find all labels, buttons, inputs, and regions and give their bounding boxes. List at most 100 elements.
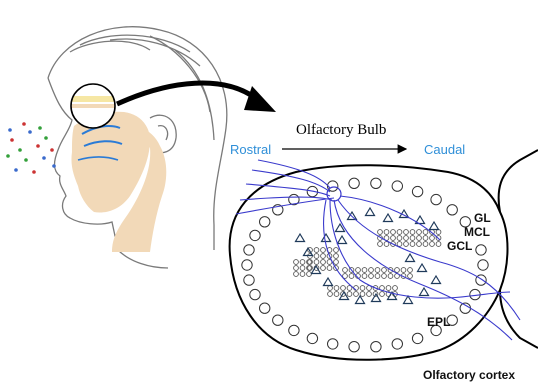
granule-cell [300,272,305,277]
granule-cell [436,230,441,235]
granule-cell [386,286,391,291]
granule-cell [362,274,367,279]
glomerulus [260,217,270,227]
granule-cell [404,242,409,247]
granule-cell [360,292,365,297]
granule-cell [327,266,332,271]
granule-cell [380,292,385,297]
granule-cell [404,230,409,235]
caudal-label: Caudal [424,143,465,156]
glomerulus [289,325,299,335]
granule-cell [334,254,339,259]
granule-cell [384,242,389,247]
granule-cell [347,292,352,297]
curved-arrow-head [244,86,276,112]
granule-cell [384,230,389,235]
glomerulus [371,178,381,188]
granule-cell [356,268,361,273]
granule-cell [334,260,339,265]
glomerulus [328,339,338,349]
gl-label: GL [474,212,491,224]
mcl-label: MCL [464,226,490,238]
granule-cell [404,236,409,241]
granule-cell [397,236,402,241]
granule-cell [408,274,413,279]
granule-cell [410,236,415,241]
granule-cell [382,268,387,273]
granule-cell [369,268,374,273]
granule-cell [417,230,422,235]
granule-cell [417,242,422,247]
mitral-cell [372,294,381,302]
granule-cell [375,268,380,273]
mitral-cell [356,296,365,304]
glomerulus [349,342,359,352]
granule-cell [334,286,339,291]
granule-cell [391,236,396,241]
bulb-outline [230,165,508,360]
granule-cell [423,230,428,235]
glomerulus [260,303,270,313]
granule-cell [343,268,348,273]
granule-cell [334,248,339,253]
glomerulus [431,194,441,204]
glomerulus [349,178,359,188]
granule-cell [369,274,374,279]
granule-cell [362,268,367,273]
granule-cell [401,268,406,273]
mitral-cell [296,234,305,242]
granule-cell [341,286,346,291]
mitral-cell [418,264,427,272]
granule-cell [410,230,415,235]
granule-cell [294,260,299,265]
cortex-outline [499,150,538,212]
granule-cell [430,236,435,241]
granule-cell [328,286,333,291]
granule-cell [397,230,402,235]
odorant-molecules [6,122,56,174]
granule-cell [321,248,326,253]
granule-cell-layer [294,230,441,297]
granule-cell [294,272,299,277]
glomerulus [392,339,402,349]
granule-cell [321,254,326,259]
mitral-cell [384,214,393,222]
granule-cell [410,242,415,247]
glomerulus [392,181,402,191]
mitral-cell [322,234,331,242]
mitral-cell [324,278,333,286]
granule-cell [378,230,383,235]
mitral-cell [432,276,441,284]
granule-cell [408,268,413,273]
olfactory-cortex-label: Olfactory cortex [423,369,515,381]
granule-cell [391,230,396,235]
granule-cell [367,292,372,297]
granule-cell [314,254,319,259]
glomerulus [273,315,283,325]
glomerulus [242,260,252,270]
glomerulus [447,205,457,215]
granule-cell [417,236,422,241]
granule-cell [321,260,326,265]
granule-cell [360,286,365,291]
mitral-cell [406,254,415,262]
glomerulus [250,230,260,240]
glomerulus [244,245,254,255]
granule-cell [314,248,319,253]
granule-cell [294,266,299,271]
granule-cell [382,274,387,279]
granule-cell [378,242,383,247]
gcl-label: GCL [447,240,472,252]
glomerulus [371,342,381,352]
glomerulus [412,333,422,343]
nasal-cavity [71,106,166,252]
granule-cell [354,292,359,297]
granule-cell [423,242,428,247]
diagram-title: Olfactory Bulb [296,123,386,138]
mitral-cell [420,288,429,296]
granule-cell [395,268,400,273]
glomerulus [307,333,317,343]
granule-cell [388,274,393,279]
